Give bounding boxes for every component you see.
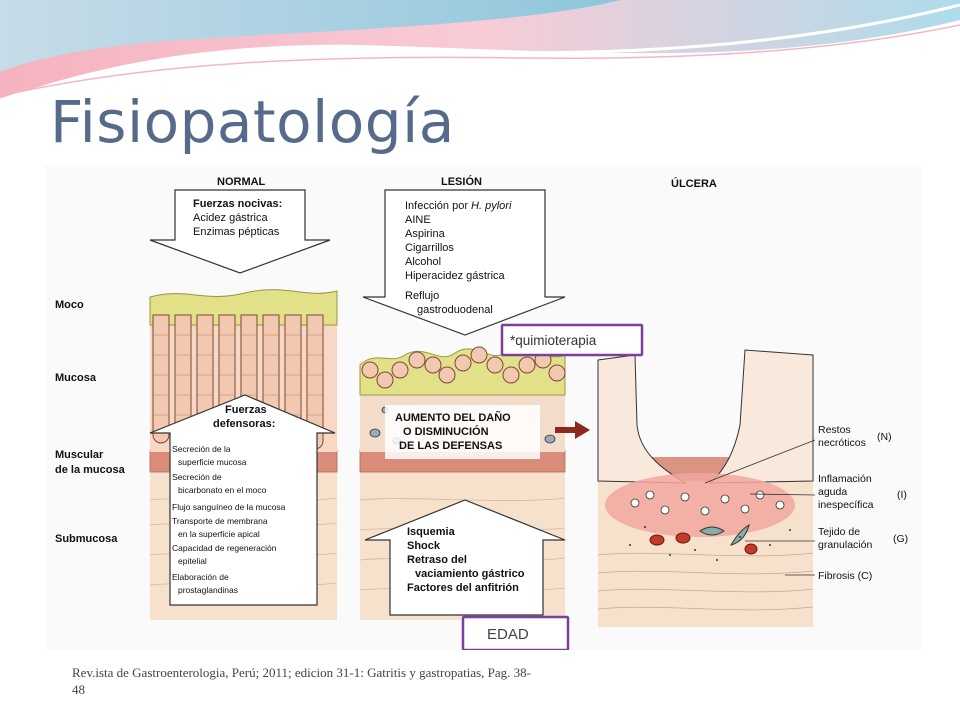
svg-text:vaciamiento gástrico: vaciamiento gástrico [415, 568, 525, 580]
svg-text:epitelial: epitelial [178, 556, 207, 566]
svg-text:defensoras:: defensoras: [213, 418, 275, 430]
svg-text:granulación: granulación [818, 539, 872, 551]
svg-text:Shock: Shock [407, 540, 441, 552]
svg-text:necróticos: necróticos [818, 437, 866, 449]
layer-label-muscular-mucosa: de la mucosa [55, 464, 126, 476]
svg-text:Restos: Restos [818, 424, 851, 436]
layer-label-mucosa: Mucosa [55, 372, 97, 384]
panel-label-lesion: LESIÓN [441, 175, 482, 188]
svg-text:Aspirina: Aspirina [405, 228, 446, 240]
svg-text:inespecífica: inespecífica [818, 499, 874, 511]
noxious-forces-text: Fuerzas nocivas: Acidez gástrica Enzimas… [193, 198, 282, 238]
svg-text:gastroduodenal: gastroduodenal [417, 304, 493, 316]
header-wave-decoration [0, 0, 960, 102]
svg-text:aguda: aguda [818, 486, 847, 498]
svg-text:Fuerzas nocivas:: Fuerzas nocivas: [193, 198, 282, 210]
citation-text: Rev.ista de Gastroenterologia, Perú; 201… [72, 665, 531, 697]
host-factors-text: Isquemia Shock Retraso del vaciamiento g… [407, 526, 525, 594]
svg-text:superficie mucosa: superficie mucosa [178, 457, 247, 467]
svg-text:Isquemia: Isquemia [407, 526, 456, 538]
svg-text:Elaboración de: Elaboración de [172, 572, 229, 582]
svg-text:bicarbonato en el moco: bicarbonato en el moco [178, 485, 267, 495]
svg-text:prostaglandinas: prostaglandinas [178, 585, 238, 595]
svg-text:Secreción de la: Secreción de la [172, 444, 231, 454]
transition-arrow-icon [555, 421, 590, 439]
svg-text:Fuerzas: Fuerzas [225, 404, 267, 416]
quimioterapia-annotation-box [500, 323, 644, 357]
lesion-causes-text: Infección por H. pylori AINE Aspirina Ci… [405, 200, 512, 316]
svg-text:(G): (G) [893, 533, 908, 545]
pathophysiology-figure: NORMAL LESIÓN ÚLCERA Moco Mucosa Muscula… [45, 165, 922, 650]
svg-text:Transporte de membrana: Transporte de membrana [172, 516, 268, 526]
svg-text:Hiperacidez gástrica: Hiperacidez gástrica [405, 270, 506, 282]
ulcer-panel [597, 349, 816, 627]
edad-annotation-box [461, 615, 570, 650]
svg-text:Tejido de: Tejido de [818, 526, 860, 538]
defense-forces-text: Fuerzas defensoras: Secreción de la supe… [172, 404, 286, 595]
svg-text:Cigarrillos: Cigarrillos [405, 242, 454, 254]
svg-text:en la superficie apical: en la superficie apical [178, 529, 260, 539]
svg-text:Factores del anfitrión: Factores del anfitrión [407, 582, 519, 594]
lesion-panel [359, 189, 566, 620]
svg-text:Alcohol: Alcohol [405, 256, 441, 268]
svg-text:Retraso del: Retraso del [407, 554, 467, 566]
damage-text: AUMENTO DEL DAÑO O DISMINUCIÓN DE LAS DE… [395, 411, 511, 452]
svg-text:Secreción de: Secreción de [172, 472, 222, 482]
svg-text:AUMENTO DEL DAÑO: AUMENTO DEL DAÑO [395, 411, 511, 424]
svg-text:(I): (I) [897, 489, 907, 501]
svg-text:Acidez gástrica: Acidez gástrica [193, 212, 268, 224]
layer-label-moco: Moco [55, 299, 84, 311]
svg-text:O DISMINUCIÓN: O DISMINUCIÓN [403, 425, 489, 438]
svg-text:(N): (N) [877, 431, 892, 443]
panel-label-ulcera: ÚLCERA [671, 177, 717, 190]
quimioterapia-label: *quimioterapia [510, 333, 597, 348]
slide-title: Fisiopatología [50, 88, 455, 156]
svg-text:AINE: AINE [405, 214, 431, 226]
panel-label-normal: NORMAL [217, 176, 266, 188]
ulcer-labels: Restos necróticos (N) Inflamación aguda … [818, 424, 908, 582]
svg-text:Inflamación: Inflamación [818, 473, 872, 485]
layer-label-submucosa: Submucosa [55, 533, 118, 545]
svg-text:DE LAS DEFENSAS: DE LAS DEFENSAS [399, 440, 502, 452]
svg-text:Flujo sanguíneo de la mucosa: Flujo sanguíneo de la mucosa [172, 502, 286, 512]
svg-text:Enzimas pépticas: Enzimas pépticas [193, 226, 280, 238]
svg-text:Capacidad de regeneración: Capacidad de regeneración [172, 543, 277, 553]
normal-panel [149, 189, 338, 620]
svg-text:Fibrosis (C): Fibrosis (C) [818, 570, 872, 582]
svg-text:Infección por H. pylori: Infección por H. pylori [405, 200, 512, 212]
edad-label: EDAD [487, 626, 529, 643]
svg-text:Reflujo: Reflujo [405, 290, 439, 302]
layer-label-muscular: Muscular [55, 449, 104, 461]
